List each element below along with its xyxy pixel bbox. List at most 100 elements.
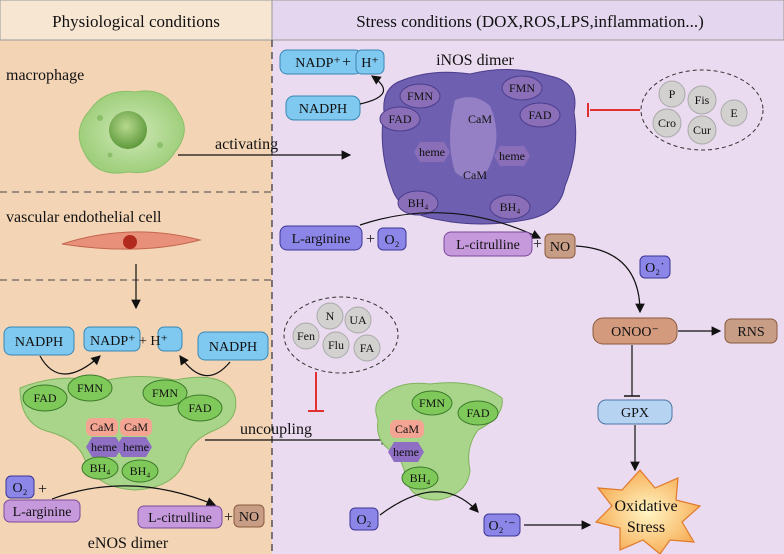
inhibitor-cur-text: Cur bbox=[693, 123, 711, 137]
enos-fmn-2 bbox=[142, 379, 188, 407]
oxidative-stress-star bbox=[594, 469, 702, 554]
endothelial-label: vascular endothelial cell bbox=[6, 209, 162, 226]
uncoupled-fad bbox=[457, 400, 499, 426]
inhibitor-fen-text: Fen bbox=[297, 329, 315, 343]
header-right: Stress conditions (DOX,ROS,LPS,inflammat… bbox=[356, 12, 704, 31]
inos-heme-left bbox=[414, 142, 450, 162]
enos-no-box bbox=[233, 504, 265, 528]
enos-larg-box bbox=[3, 499, 81, 523]
enos-nadph-left-text: NADPH bbox=[15, 335, 63, 350]
inos-heme-right bbox=[494, 146, 530, 166]
inos-no-box bbox=[544, 233, 576, 259]
uncoupled-fad-text: FAD bbox=[466, 406, 489, 420]
inos-fmn-right-text: FMN bbox=[509, 81, 535, 95]
enos-h-box bbox=[157, 326, 183, 352]
enos-fmn-2-text: FMN bbox=[152, 386, 178, 400]
enos-title: eNOS dimer bbox=[88, 535, 169, 552]
enos-heme-2-text: heme bbox=[123, 440, 149, 454]
enos-bh4-2 bbox=[121, 459, 159, 483]
enos-fad-1-text: FAD bbox=[33, 391, 56, 405]
inos-center-shade bbox=[450, 97, 497, 180]
uncoupled-bh4-text: BH₄ bbox=[410, 471, 431, 485]
inos-heme-right-text: heme bbox=[499, 149, 525, 163]
inhibitor-ua-text: UA bbox=[349, 313, 367, 327]
arrow-enos-reaction bbox=[51, 485, 217, 507]
inos-lcit-box bbox=[443, 231, 533, 257]
enos-fmn-1-text: FMN bbox=[77, 381, 103, 395]
inos-title: iNOS dimer bbox=[436, 52, 514, 69]
enos-o2-text: O₂ bbox=[13, 481, 28, 496]
arrow-nadph-right bbox=[179, 355, 231, 377]
inos-heme-left-text: heme bbox=[419, 145, 445, 159]
enos-nadp-text: NADP⁺ + H⁺ bbox=[90, 334, 168, 349]
enos-bh4-1 bbox=[81, 456, 119, 480]
inos-nadph-text: NADPH bbox=[299, 102, 347, 117]
enos-cam-2 bbox=[120, 418, 152, 436]
uncoupled-fmn bbox=[411, 390, 453, 416]
enos-lcit-box bbox=[137, 505, 223, 529]
uncoupled-o2-text: O₂ bbox=[357, 513, 372, 528]
stress-text: Stress bbox=[627, 519, 665, 536]
enos-heme-1-text: heme bbox=[91, 440, 117, 454]
inos-lcit-text: L-citrulline bbox=[456, 238, 520, 253]
inhibitor-e-text: E bbox=[730, 106, 737, 120]
inos-fad-right bbox=[519, 102, 561, 128]
uncoupled-o2rad-text: O₂˙⁻ bbox=[488, 519, 515, 534]
rns-text: RNS bbox=[737, 325, 764, 340]
inos-bh4-right bbox=[489, 194, 531, 220]
inos-h-text: H⁺ bbox=[361, 56, 379, 71]
arrow-inos-nadph bbox=[359, 75, 385, 105]
uncoupled-cam-text: CaM bbox=[395, 422, 419, 436]
enos-nadph-left bbox=[3, 326, 75, 356]
uncoupled-heme bbox=[388, 442, 424, 462]
inhibitor-e bbox=[720, 99, 748, 127]
arrow-inos-reaction bbox=[359, 212, 542, 239]
inhibitor-flu-text: Flu bbox=[328, 338, 344, 352]
enos-plus-2: + bbox=[224, 509, 233, 526]
enos-nadph-right-text: NADPH bbox=[209, 340, 257, 355]
inos-fmn-left-text: FMN bbox=[407, 89, 433, 103]
inos-o2-text: O₂ bbox=[385, 233, 400, 248]
inos-cam-top: CaM bbox=[468, 112, 492, 126]
enos-cam-1-text: CaM bbox=[90, 420, 114, 434]
inhibitor-group-mid: N UA Fen Flu FA bbox=[292, 302, 381, 362]
enos-no-text: NO bbox=[239, 510, 259, 525]
inos-nadph-box bbox=[285, 95, 361, 121]
inhibitor-fen bbox=[292, 322, 320, 350]
enos-plus: + bbox=[38, 481, 47, 498]
enos-bh4-1-text: BH₄ bbox=[90, 461, 111, 475]
enos-cam-2-text: CaM bbox=[124, 420, 148, 434]
enos-nadph-right bbox=[197, 331, 269, 361]
rns-box bbox=[724, 318, 778, 344]
enos-heme-2 bbox=[116, 437, 152, 457]
uncoupled-o2-box bbox=[349, 507, 379, 531]
enos-fmn-1 bbox=[67, 374, 113, 402]
inos-fmn-right bbox=[501, 75, 543, 101]
enos-larg-text: L-arginine bbox=[13, 505, 72, 520]
inos-bh4-left bbox=[397, 190, 439, 216]
inos-larg-text: L-arginine bbox=[292, 232, 351, 247]
uncoupled-heme-text: heme bbox=[393, 445, 419, 459]
macrophage-icon bbox=[78, 90, 185, 174]
inhibitor-ua bbox=[344, 306, 372, 334]
inhibitor-n-text: N bbox=[326, 309, 335, 323]
uncoupled-o2rad-box bbox=[483, 513, 521, 537]
inos-h-box bbox=[355, 49, 385, 75]
endothelial-cell-icon bbox=[61, 231, 202, 250]
inos-cam-mid: CaM bbox=[463, 168, 487, 182]
inhibitor-fa bbox=[353, 334, 381, 362]
inhibitor-cur bbox=[687, 115, 717, 145]
inos-fad-right-text: FAD bbox=[528, 108, 551, 122]
onoo-box bbox=[592, 317, 678, 345]
inhibitor-cro-text: Cro bbox=[658, 116, 676, 130]
inos-bh4-left-text: BH₄ bbox=[408, 196, 429, 210]
enos-heme-1 bbox=[86, 437, 122, 457]
gpx-box bbox=[597, 399, 673, 425]
inos-larg-box bbox=[279, 225, 363, 251]
arrow-no-onoo bbox=[575, 245, 645, 314]
uncoupled-bh4 bbox=[401, 466, 439, 490]
uncoupled-fmn-text: FMN bbox=[419, 396, 445, 410]
uncoupling-label: uncoupling bbox=[240, 421, 312, 438]
inhibitor-p bbox=[658, 80, 686, 108]
